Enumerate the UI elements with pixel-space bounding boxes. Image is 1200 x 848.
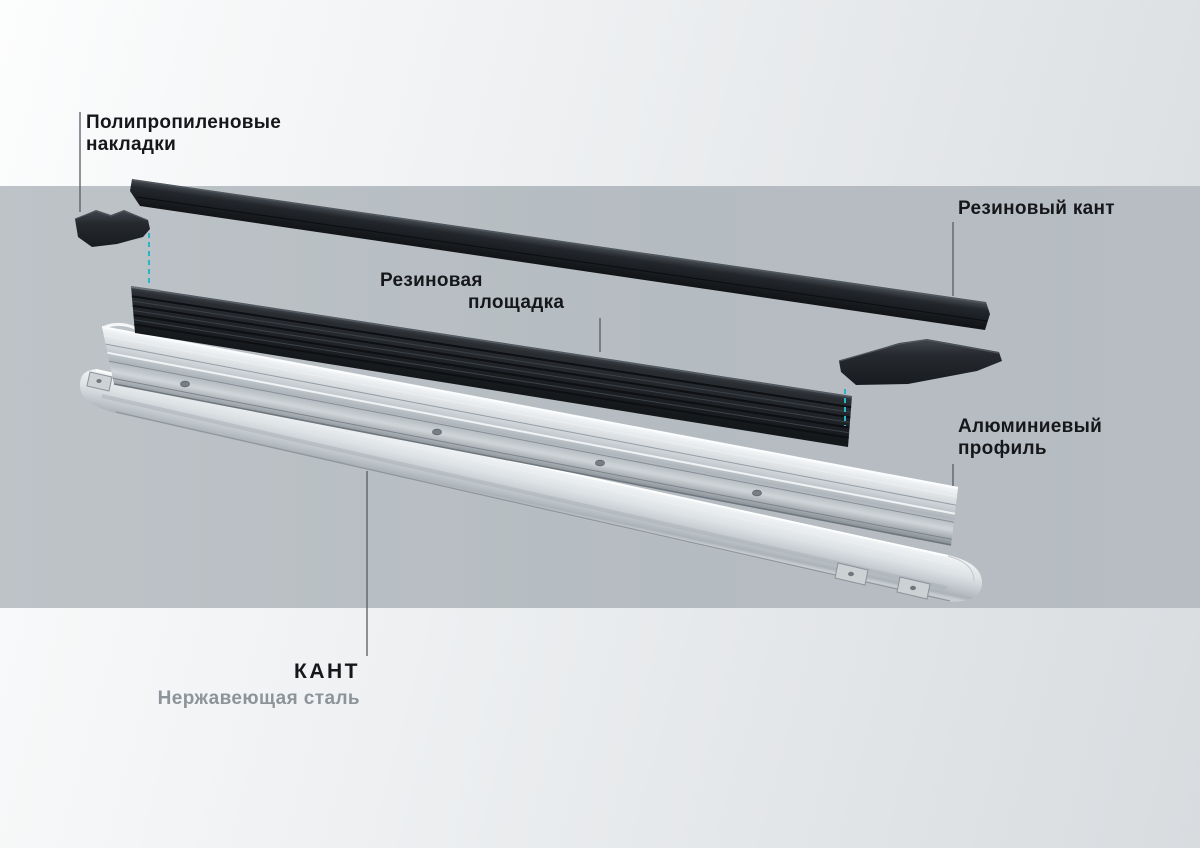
label-aluminum-profile-line2: профиль <box>958 438 1047 459</box>
label-rubber-edge: Резиновый кант <box>958 198 1115 220</box>
label-polypropylene-caps-line2: накладки <box>86 134 177 155</box>
label-aluminum-profile: Алюминиевый профиль <box>958 416 1102 460</box>
left-end-cap-part <box>74 210 150 247</box>
label-rubber-platform-line2: площадка <box>468 292 565 313</box>
label-kant-title: КАНТ <box>294 660 360 683</box>
label-rubber-edge-text: Резиновый кант <box>958 198 1115 219</box>
label-rubber-platform: Резиновая площадка <box>380 270 564 314</box>
rubber-edge-part <box>130 179 990 330</box>
aluminum-profile-part <box>101 322 959 546</box>
label-kant-subtitle: Нержавеющая сталь <box>157 688 360 709</box>
label-kant: КАНТ Нержавеющая сталь <box>60 660 360 710</box>
label-aluminum-profile-line1: Алюминиевый <box>958 416 1103 437</box>
label-polypropylene-caps-line1: Полипропиленовые <box>86 112 282 133</box>
rubber-platform-part <box>130 286 853 447</box>
right-end-cap-part <box>838 339 1002 385</box>
label-polypropylene-caps: Полипропиленовые накладки <box>86 112 281 156</box>
label-rubber-platform-line1: Резиновая <box>380 270 483 291</box>
